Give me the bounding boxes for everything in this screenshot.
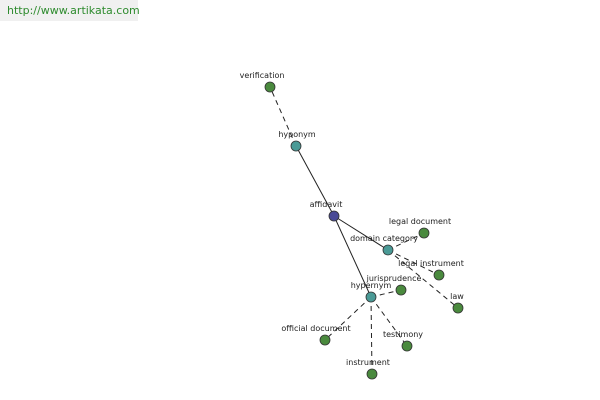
node-legal-document[interactable] [418, 227, 430, 239]
edge-domain-category-to-legal-instrument [387, 249, 440, 276]
edge-affidavit-to-domain-category [333, 215, 389, 251]
edge-hypernym-to-instrument [370, 296, 373, 375]
label-layer: affidavit hyponym verification domain categ… [240, 71, 465, 367]
label-domain-category: domain category [350, 234, 418, 243]
node-legal-instrument[interactable] [433, 269, 445, 281]
edge-hypernym-to-official-document [324, 296, 372, 341]
label-legal-instrument: legal instrument [398, 259, 464, 268]
label-testimony: testimony [383, 330, 423, 339]
edge-layer [269, 86, 459, 375]
edge-domain-category-to-law [387, 249, 459, 309]
node-official-document[interactable] [319, 334, 331, 346]
label-verification: verification [240, 71, 285, 80]
label-affidavit: affidavit [310, 200, 343, 209]
edge-hypernym-to-testimony [370, 296, 408, 347]
edge-affidavit-to-hypernym [333, 215, 372, 298]
node-domain-category[interactable] [382, 244, 394, 256]
label-hypernym: hypernym [351, 281, 392, 290]
node-layer [264, 81, 464, 380]
label-official-document: official document [281, 324, 350, 333]
node-affidavit[interactable] [328, 210, 340, 222]
site-url-watermark[interactable]: http://www.artikata.com [0, 0, 140, 21]
node-jurisprudence[interactable] [395, 284, 407, 296]
node-instrument[interactable] [366, 368, 378, 380]
label-jurisprudence: jurisprudence [366, 274, 422, 283]
node-verification[interactable] [264, 81, 276, 93]
node-hypernym[interactable] [365, 291, 377, 303]
node-testimony[interactable] [401, 340, 413, 352]
label-hyponym: hyponym [278, 130, 316, 139]
node-law[interactable] [452, 302, 464, 314]
node-hyponym[interactable] [290, 140, 302, 152]
edge-domain-category-to-legal-document [387, 232, 425, 251]
edge-affidavit-to-hyponym [295, 145, 335, 217]
label-law: law [450, 292, 464, 301]
label-instrument: instrument [346, 358, 390, 367]
edge-hyponym-to-verification [269, 86, 297, 147]
label-legal-document: legal document [389, 217, 451, 226]
